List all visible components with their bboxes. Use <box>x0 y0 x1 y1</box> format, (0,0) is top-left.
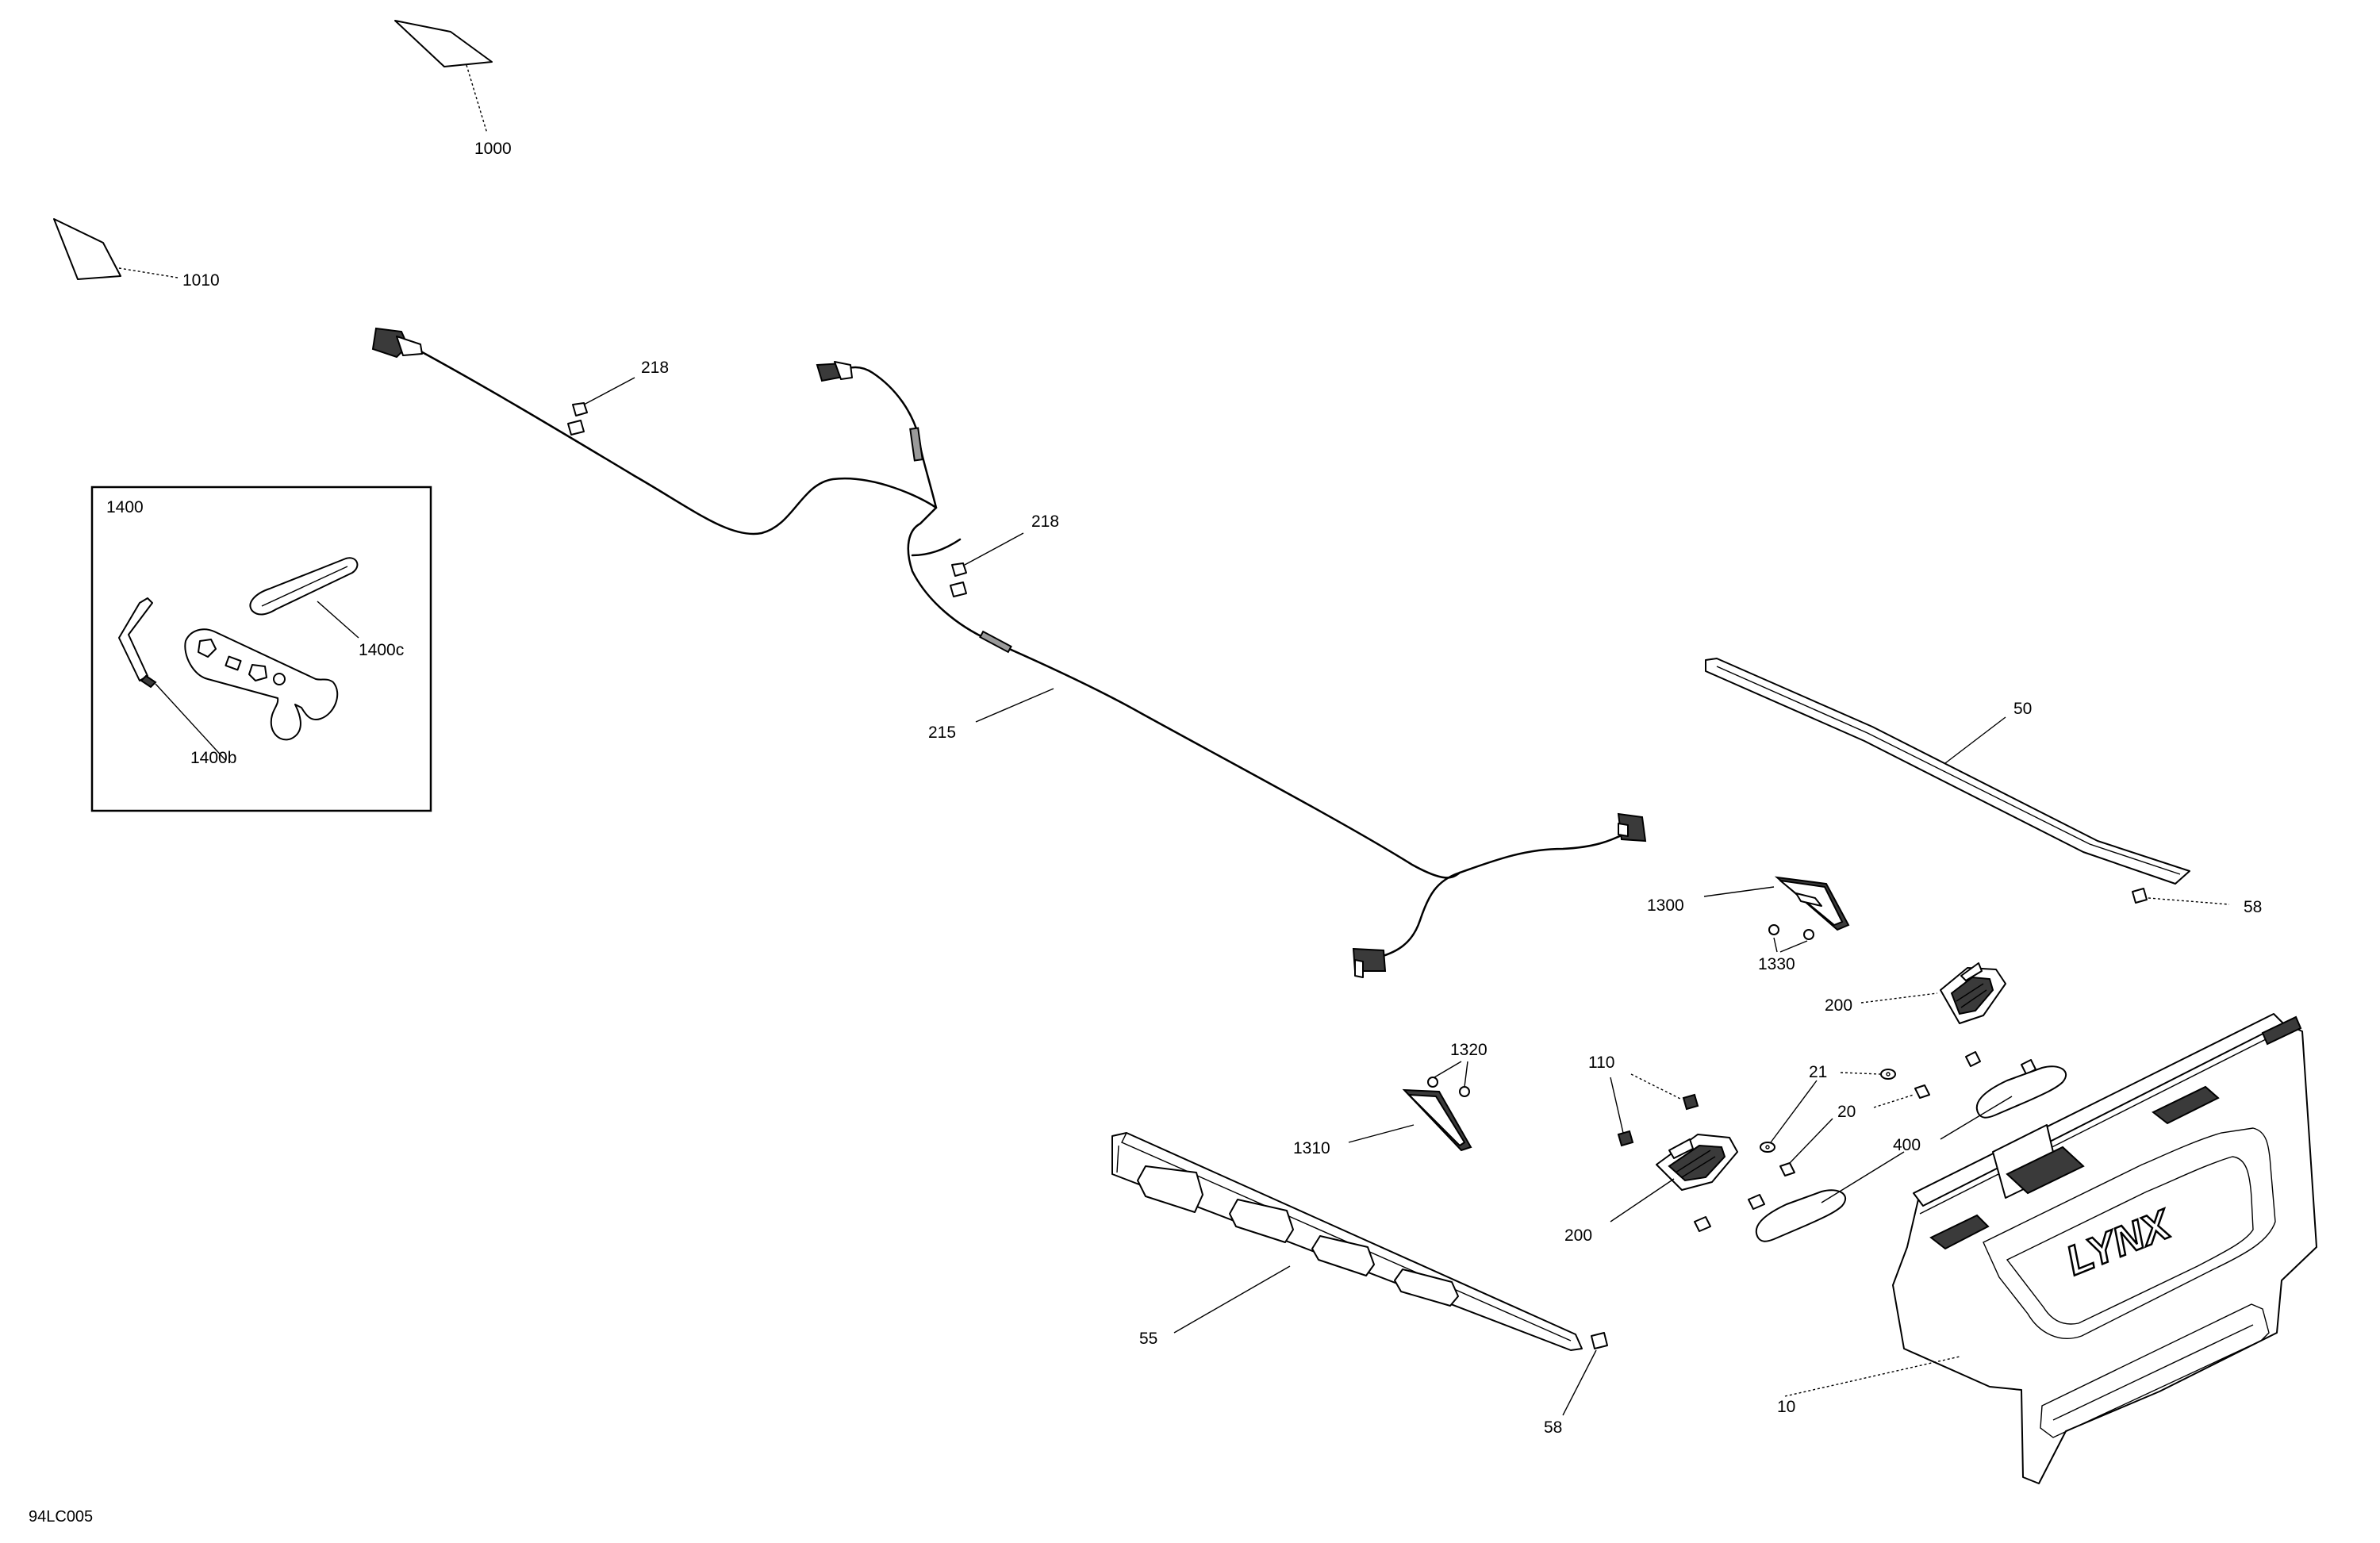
part-110-nuts[interactable]: 110 <box>1588 1054 1699 1147</box>
callout-200-lower: 200 <box>1564 1226 1592 1245</box>
part-218-clip-lower[interactable]: 218 <box>950 512 1059 597</box>
part-1330-screws[interactable]: 1330 <box>1758 924 1814 973</box>
part-200-light-lower[interactable]: 200 <box>1564 1134 1765 1245</box>
callout-1010: 1010 <box>182 271 220 290</box>
callout-218-lower: 218 <box>1031 512 1059 531</box>
callout-400: 400 <box>1893 1136 1921 1154</box>
callout-1400c: 1400c <box>359 641 404 659</box>
callout-1300: 1300 <box>1647 896 1684 915</box>
part-58-fastener-lower[interactable]: 58 <box>1544 1332 1608 1437</box>
part-1400c-tool[interactable]: 1400c <box>249 557 404 659</box>
callout-58-upper: 58 <box>2244 898 2262 916</box>
harness-connector-top <box>816 361 853 382</box>
callout-1310: 1310 <box>1293 1139 1330 1157</box>
harness-connector-bottom <box>1352 947 1387 978</box>
part-1400-spanner-wrench[interactable]: 1400b <box>155 628 339 767</box>
part-215-wiring-harness[interactable]: 215 <box>371 327 1647 978</box>
part-1400-tool-kit[interactable]: 1400 1400c 1400b <box>90 486 432 812</box>
callout-58-lower: 58 <box>1544 1418 1562 1437</box>
drawing-reference: 94LC005 <box>29 1508 93 1526</box>
part-21-washers[interactable]: 21 <box>1760 1063 1896 1153</box>
part-1300-reflector[interactable]: 1300 <box>1647 876 1850 931</box>
harness-connector-right <box>1617 812 1647 843</box>
callout-21: 21 <box>1809 1063 1827 1081</box>
callout-215: 215 <box>928 724 956 742</box>
callout-110: 110 <box>1588 1054 1614 1072</box>
part-50-trim-strip[interactable]: 50 <box>1705 658 2190 885</box>
part-1310-reflector[interactable]: 1310 <box>1293 1088 1472 1157</box>
callout-10: 10 <box>1777 1398 1795 1416</box>
part-55-side-deflector[interactable]: 55 <box>1111 1132 1583 1351</box>
part-400-lenses[interactable]: 400 <box>1755 1065 2067 1242</box>
callout-1400b: 1400b <box>190 749 236 767</box>
callout-218-upper: 218 <box>641 359 669 377</box>
callout-1000: 1000 <box>474 140 512 158</box>
callout-55: 55 <box>1139 1330 1157 1348</box>
part-218-clip-upper[interactable]: 218 <box>567 359 669 436</box>
kit-box-label: 1400 <box>106 498 144 516</box>
callout-1320: 1320 <box>1450 1041 1488 1059</box>
part-20-screws[interactable]: 20 <box>1779 1084 1930 1176</box>
callout-50: 50 <box>2013 700 2032 718</box>
part-1400b-allen-key[interactable] <box>118 597 157 689</box>
part-200-light-upper[interactable]: 200 <box>1825 962 2036 1075</box>
part-1000-decal[interactable]: 1000 <box>394 20 512 158</box>
part-1320-screws[interactable]: 1320 <box>1427 1041 1488 1097</box>
callout-1330: 1330 <box>1758 955 1795 973</box>
part-1010-decal[interactable]: 1010 <box>53 218 220 290</box>
part-58-fastener-upper[interactable]: 58 <box>2132 888 2262 916</box>
part-10-snow-flap[interactable]: LYNX 10 <box>1777 1013 2317 1484</box>
callout-200-upper: 200 <box>1825 996 1852 1015</box>
harness-connector-left <box>371 327 423 359</box>
callout-20: 20 <box>1837 1103 1856 1121</box>
